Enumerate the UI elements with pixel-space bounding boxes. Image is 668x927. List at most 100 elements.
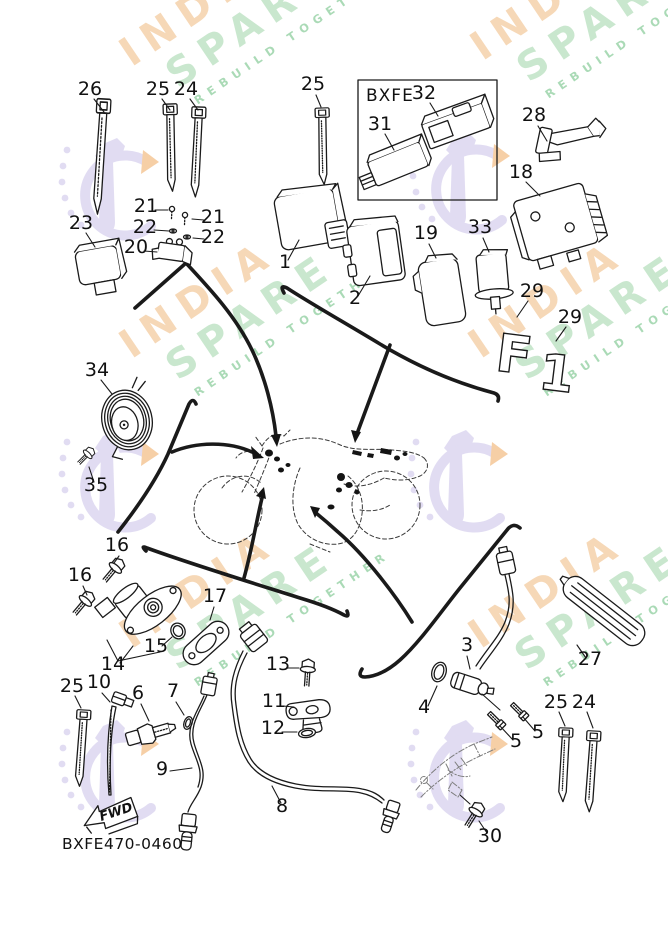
part-label-19[interactable]: 19 (414, 222, 438, 244)
part-label-22[interactable]: 22 (201, 226, 225, 248)
leader-line-33 (482, 237, 490, 253)
leader-line-24 (586, 711, 594, 729)
part-label-31[interactable]: 31 (368, 113, 392, 135)
leader-line-30 (478, 820, 488, 834)
part-label-34[interactable]: 34 (85, 359, 109, 381)
leader-line-25 (74, 695, 82, 709)
part-label-32[interactable]: 32 (412, 82, 436, 104)
part-label-11[interactable]: 11 (262, 690, 286, 712)
leader-line-22 (153, 229, 170, 232)
part-34-horn (101, 376, 153, 460)
part-label-12[interactable]: 12 (261, 717, 285, 739)
part-15-o-ring (170, 622, 186, 640)
part-label-13[interactable]: 13 (266, 653, 290, 675)
part-label-5[interactable]: 5 (532, 721, 544, 743)
leader-line-34 (100, 379, 113, 395)
part-label-29[interactable]: 29 (520, 280, 544, 302)
leader-line-16 (82, 585, 88, 596)
leader-line-28 (537, 125, 548, 142)
part-label-25[interactable]: 25 (301, 73, 325, 95)
part-label-30[interactable]: 30 (478, 825, 502, 847)
part-3-sidestand-switch (450, 545, 517, 711)
bxfe-inset-box: BXFE (357, 79, 498, 201)
part-29-glyph: 1 (536, 343, 578, 405)
part-label-10[interactable]: 10 (87, 671, 111, 693)
leader-line-20 (143, 250, 158, 253)
part-label-33[interactable]: 33 (468, 216, 492, 238)
part-label-4[interactable]: 4 (418, 696, 430, 718)
leader-line-29 (516, 300, 529, 318)
part-label-6[interactable]: 6 (132, 682, 144, 704)
part-label-20[interactable]: 20 (124, 236, 148, 258)
part-21-screw (168, 205, 176, 221)
part-9-oxygen-sensor-cable (178, 672, 218, 851)
part-label-15[interactable]: 15 (144, 635, 168, 657)
part-label-24[interactable]: 24 (174, 78, 198, 100)
leader-line-19 (428, 243, 437, 259)
part-29-f-bracket: F (492, 323, 536, 388)
part-21-screw (181, 211, 189, 227)
leader-lines (74, 94, 594, 834)
leader-line-21 (191, 218, 205, 221)
part-label-8[interactable]: 8 (276, 795, 288, 817)
part-label-27[interactable]: 27 (578, 648, 602, 670)
part-label-21[interactable]: 21 (134, 195, 158, 217)
part-label-25[interactable]: 25 (146, 78, 170, 100)
leader-line-8 (271, 785, 282, 804)
part-4-o-ring (431, 661, 447, 683)
part-label-24[interactable]: 24 (572, 691, 596, 713)
part-label-16[interactable]: 16 (68, 564, 92, 586)
part-29-bracket: 1 (535, 342, 578, 405)
leader-line-3 (466, 655, 471, 670)
part-26-cable-tie (90, 97, 112, 216)
part-label-23[interactable]: 23 (69, 212, 93, 234)
leader-line-32 (429, 102, 439, 117)
part-label-14[interactable]: 14 (101, 653, 125, 675)
part-5-bolt (508, 700, 530, 722)
part-label-16[interactable]: 16 (105, 534, 129, 556)
frame-section-sketch (415, 736, 496, 805)
leader-line-6 (140, 703, 150, 722)
part-label-35[interactable]: 35 (84, 474, 108, 496)
part-label-26[interactable]: 26 (78, 78, 102, 100)
leader-line-26 (93, 98, 105, 113)
part-28-bracket (535, 117, 607, 163)
part-32-connector-housing (420, 93, 495, 150)
part-label-25[interactable]: 25 (60, 675, 84, 697)
leader-line-24 (189, 98, 199, 111)
part-12-o-ring (297, 727, 317, 739)
part-label-1[interactable]: 1 (279, 251, 291, 273)
part-label-7[interactable]: 7 (167, 680, 179, 702)
part-5-bolt (485, 709, 507, 731)
part-label-25[interactable]: 25 (544, 691, 568, 713)
part-31-relay (358, 133, 432, 191)
part-label-17[interactable]: 17 (203, 585, 227, 607)
leader-line-25 (558, 711, 566, 727)
part-24-cable-tie (188, 106, 207, 198)
part-29-glyph: F (493, 324, 536, 388)
part-label-5[interactable]: 5 (510, 730, 522, 752)
part-22-washer (182, 234, 192, 240)
leader-line-25 (315, 94, 322, 108)
part-label-28[interactable]: 28 (522, 104, 546, 126)
leader-line-16 (113, 555, 120, 564)
part-16-bolt (98, 554, 129, 587)
leader-line-22 (192, 237, 205, 240)
leader-line-10 (101, 692, 111, 703)
part-label-3[interactable]: 3 (461, 634, 473, 656)
part-label-18[interactable]: 18 (509, 161, 533, 183)
leader-line-7 (175, 701, 185, 716)
part-label-9[interactable]: 9 (156, 758, 168, 780)
leader-line-1 (287, 239, 300, 261)
part-label-21[interactable]: 21 (201, 206, 225, 228)
leader-line-9 (169, 767, 193, 772)
part-label-29[interactable]: 29 (558, 306, 582, 328)
callout-bracket-lines (116, 261, 522, 679)
part-label-22[interactable]: 22 (133, 216, 157, 238)
part-14-leader-bracket (106, 639, 161, 662)
motorcycle-outline-sketch (193, 429, 428, 553)
leader-line-2 (357, 275, 371, 297)
part-label-2[interactable]: 2 (349, 287, 361, 309)
